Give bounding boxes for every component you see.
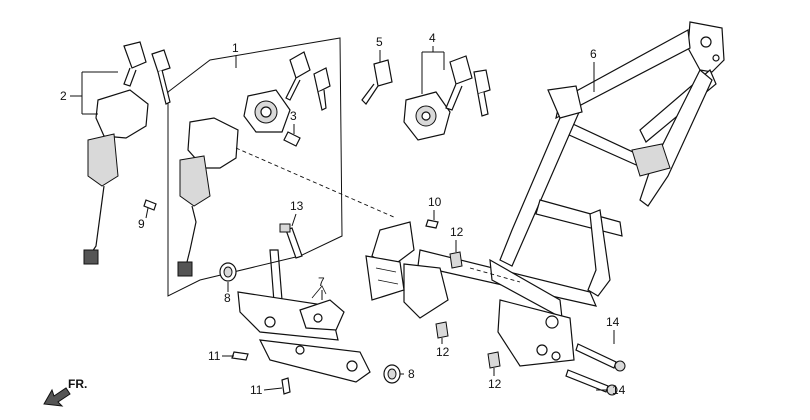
- callout-8-b: 8: [408, 367, 415, 381]
- callout-6: 6: [590, 47, 597, 61]
- callout-3: 3: [290, 109, 297, 123]
- callout-8-a: 8: [224, 291, 231, 305]
- nut-12-a: [449, 251, 463, 269]
- bolt-10: [425, 219, 439, 229]
- bolt-11-b: [281, 377, 291, 395]
- grommet-8-b: [383, 364, 401, 384]
- callout-4: 4: [429, 31, 436, 45]
- callout-11-a: 11: [208, 349, 221, 363]
- nut-12-c: [487, 351, 501, 369]
- leader-lines: [70, 46, 615, 391]
- callout-10: 10: [428, 195, 442, 209]
- bolt-11-a: [231, 351, 249, 361]
- lock-set-4: [403, 55, 491, 141]
- front-arrow-icon: [43, 387, 71, 407]
- front-label: FR.: [68, 377, 87, 391]
- ignition-switch-2: [83, 41, 171, 265]
- key-5: [361, 59, 393, 105]
- bolt-9: [143, 199, 157, 211]
- callout-12-b: 12: [436, 345, 450, 359]
- bolt-13: [279, 223, 303, 259]
- callout-1: 1: [232, 41, 239, 55]
- callout-14-b: 14: [612, 383, 626, 397]
- kit-box: [167, 37, 343, 297]
- lock-cylinder-kit: [243, 89, 291, 133]
- callout-5: 5: [376, 35, 383, 49]
- callout-14-a: 14: [606, 315, 620, 329]
- key-set-kit: [285, 51, 331, 111]
- callout-2: 2: [60, 89, 67, 103]
- bolt-14-upper: [575, 343, 626, 372]
- callout-11-b: 11: [250, 383, 263, 397]
- callout-7: 7: [318, 275, 325, 289]
- screw-3: [283, 131, 301, 147]
- callout-12-a: 12: [450, 225, 464, 239]
- callout-12-c: 12: [488, 377, 502, 391]
- grommet-8-a: [219, 262, 237, 282]
- front-direction-indicator: FR.: [43, 377, 87, 407]
- frame-body: [365, 21, 725, 367]
- nut-12-b: [435, 321, 449, 339]
- bolt-14-lower: [565, 369, 618, 396]
- bracket-7: [237, 249, 371, 383]
- callout-13: 13: [290, 199, 304, 213]
- callout-labels: 1 2 3 4 5 6 7 8 8 9 10 11 11 12 12 12 13…: [60, 31, 626, 397]
- ignition-switch-1: [177, 117, 239, 277]
- callout-9: 9: [138, 217, 145, 231]
